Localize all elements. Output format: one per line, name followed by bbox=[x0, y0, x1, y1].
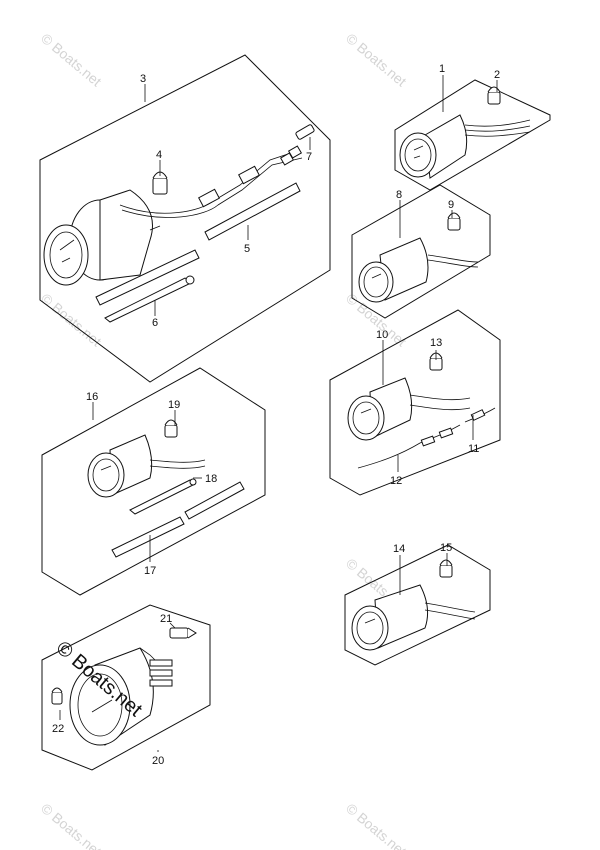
assembly-group-20 bbox=[41, 604, 211, 771]
assembly-group-10 bbox=[329, 309, 501, 496]
group-outline bbox=[394, 79, 551, 191]
callout-21: 21 bbox=[160, 613, 172, 625]
connector-7 bbox=[279, 124, 315, 166]
group-outline bbox=[351, 184, 491, 319]
wire-leads bbox=[149, 459, 206, 463]
tie-18 bbox=[129, 478, 197, 515]
gauge-1 bbox=[399, 114, 468, 179]
tube-5 bbox=[95, 182, 301, 306]
group-outline bbox=[39, 54, 331, 383]
wire-leads bbox=[424, 602, 476, 613]
assembly-group-8 bbox=[351, 184, 491, 319]
callout-19: 19 bbox=[168, 399, 180, 411]
wire-leads bbox=[139, 647, 173, 687]
bulb-9 bbox=[447, 212, 461, 231]
callout-9: 9 bbox=[448, 199, 454, 211]
callout-13: 13 bbox=[430, 337, 442, 349]
bulb-15 bbox=[439, 559, 453, 578]
watermark: © Boats.net bbox=[38, 30, 105, 89]
tube-17 bbox=[111, 481, 245, 558]
wire-leads bbox=[427, 254, 479, 263]
watermark: © Boats.net bbox=[343, 30, 410, 89]
gauge-16 bbox=[87, 434, 153, 498]
tie-6 bbox=[104, 275, 195, 323]
leader-lines bbox=[59, 75, 498, 752]
gauge-3 bbox=[43, 189, 161, 286]
gauge-8 bbox=[358, 237, 429, 303]
watermark: © Boats.net bbox=[38, 800, 105, 850]
callout-11: 11 bbox=[468, 443, 479, 455]
callout-17: 17 bbox=[144, 565, 156, 577]
wire-leads bbox=[409, 394, 471, 401]
callout-7: 7 bbox=[306, 151, 312, 163]
group-outline bbox=[329, 309, 501, 496]
callout-3: 3 bbox=[140, 73, 146, 85]
callout-18: 18 bbox=[205, 473, 217, 485]
assembly-group-3 bbox=[39, 54, 331, 383]
callout-6: 6 bbox=[152, 317, 158, 329]
bulb-19 bbox=[164, 419, 178, 438]
callout-16: 16 bbox=[86, 391, 98, 403]
callout-2: 2 bbox=[494, 69, 500, 81]
callout-4: 4 bbox=[156, 149, 162, 161]
gauge-14 bbox=[351, 584, 429, 651]
harness-12 bbox=[357, 424, 461, 469]
callout-22: 22 bbox=[52, 723, 64, 735]
watermark: © Boats.net bbox=[343, 800, 410, 850]
callout-5: 5 bbox=[244, 243, 250, 255]
callout-15: 15 bbox=[440, 542, 452, 554]
callout-1: 1 bbox=[439, 63, 445, 75]
callout-numbers: 3 4 5 6 7 1 2 8 9 10 13 11 12 16 19 18 1… bbox=[52, 63, 500, 767]
bulb-22 bbox=[51, 687, 63, 705]
group-outline bbox=[344, 544, 491, 666]
assembly-group-1 bbox=[394, 79, 551, 191]
wire-leads bbox=[464, 119, 531, 127]
callout-14: 14 bbox=[393, 543, 405, 555]
group-outline bbox=[41, 604, 211, 771]
wire-harness bbox=[119, 149, 301, 214]
assembly-group-14 bbox=[344, 544, 491, 666]
group-outline bbox=[41, 367, 266, 596]
gauge-20 bbox=[69, 647, 154, 746]
bulb-2 bbox=[487, 86, 501, 105]
callout-20: 20 bbox=[152, 755, 164, 767]
callout-8: 8 bbox=[396, 189, 402, 201]
callout-10: 10 bbox=[376, 329, 388, 341]
callout-12: 12 bbox=[390, 475, 402, 487]
assembly-group-16 bbox=[41, 367, 266, 596]
connector-11 bbox=[464, 407, 496, 423]
bulb-21 bbox=[169, 627, 197, 639]
gauge-10 bbox=[347, 377, 413, 441]
